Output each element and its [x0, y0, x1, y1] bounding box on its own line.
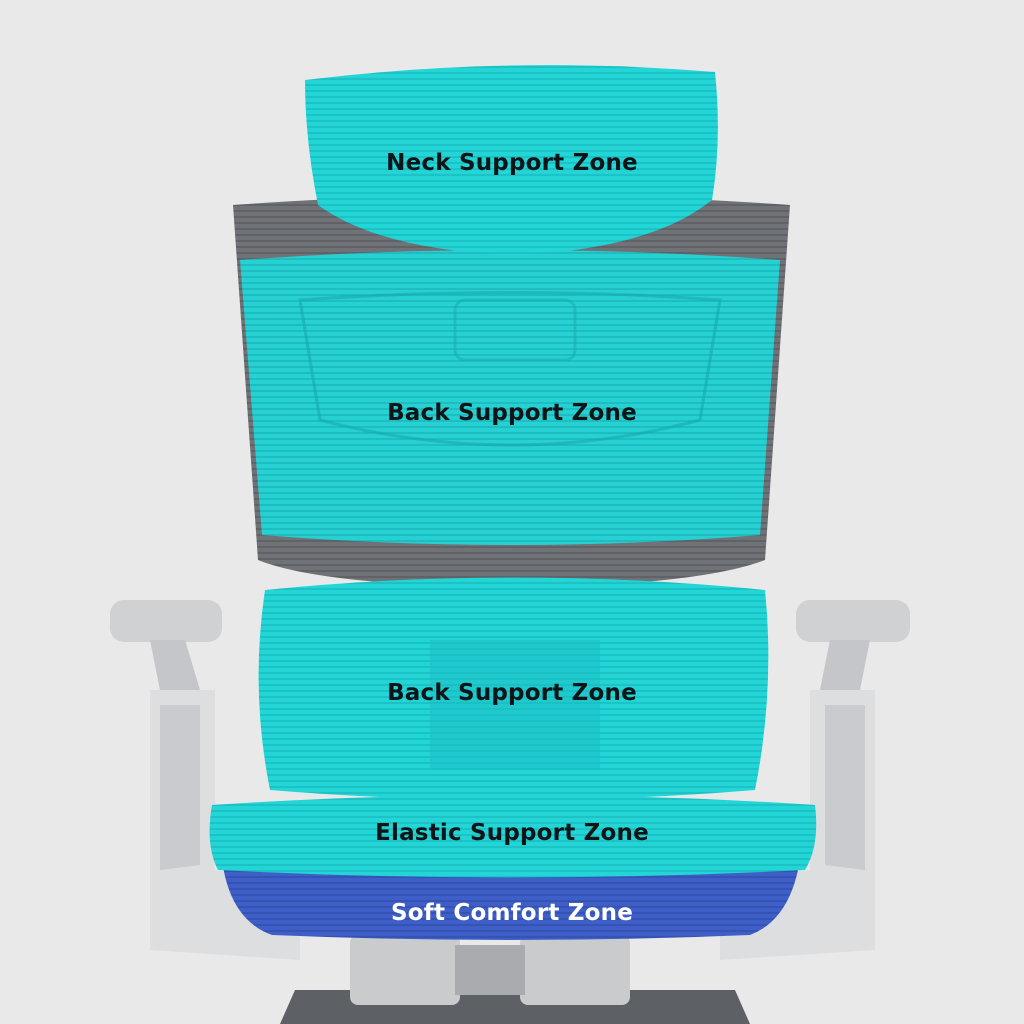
soft-comfort-zone-label: Soft Comfort Zone — [390, 900, 634, 926]
upper-back-zone — [240, 250, 780, 545]
elastic-support-zone — [209, 795, 817, 878]
lower-back-zone — [258, 577, 769, 800]
neck-support-zone-label: Neck Support Zone — [386, 150, 638, 176]
chair-base — [280, 935, 750, 1024]
elastic-support-zone-label: Elastic Support Zone — [375, 820, 649, 846]
lower-back-support-zone-label: Back Support Zone — [387, 680, 637, 706]
upper-back-support-zone-label: Back Support Zone — [387, 400, 637, 426]
headrest-neck-zone — [305, 65, 718, 255]
